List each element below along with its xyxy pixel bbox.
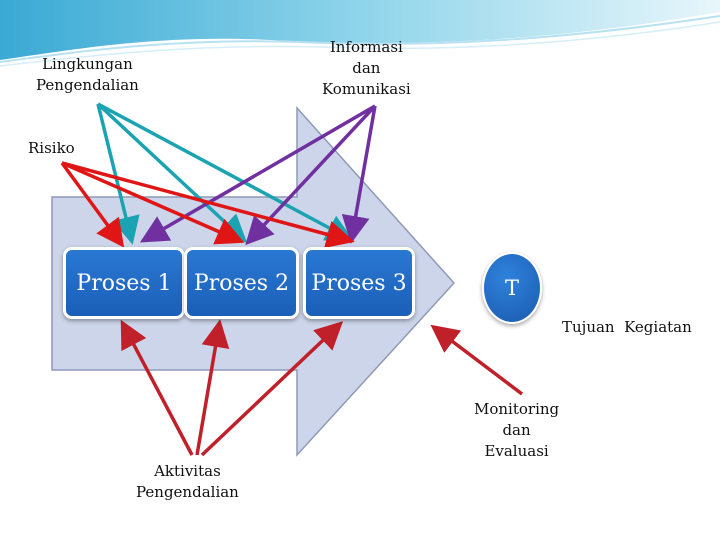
header-wave-decoration <box>0 0 720 67</box>
arrow-lingkungan-proses2 <box>96 102 248 243</box>
arrow-lingkungan-proses1 <box>96 103 140 245</box>
label-lingkungan-pengendalian: Lingkungan Pengendalian <box>36 55 139 94</box>
arrow-aktivitas-proses1 <box>120 319 194 456</box>
process-2-label: Proses 2 <box>193 270 290 296</box>
label-risiko: Risiko <box>28 139 75 157</box>
arrow-aktivitas-proses2 <box>195 319 230 456</box>
process-box-2: Proses 2 <box>184 247 299 319</box>
arrow-monitoring-chevron <box>430 324 524 396</box>
arrow-lingkungan-proses3 <box>97 102 355 242</box>
arrow-informasi-proses3 <box>341 105 377 244</box>
process-3-label: Proses 3 <box>311 270 407 296</box>
process-1-label: Proses 1 <box>76 270 172 296</box>
label-tujuan-kegiatan: Tujuan Kegiatan <box>562 318 692 336</box>
arrow-aktivitas-proses3 <box>200 321 344 457</box>
label-aktivitas-pengendalian: Aktivitas Pengendalian <box>136 462 239 501</box>
goal-circle: T <box>482 252 542 324</box>
label-monitoring-evaluasi: Monitoring dan Evaluasi <box>474 400 560 460</box>
process-box-1: Proses 1 <box>63 247 185 319</box>
arrow-risiko-proses3 <box>61 161 355 249</box>
arrow-risiko-proses1 <box>60 161 125 248</box>
process-box-3: Proses 3 <box>303 247 415 319</box>
arrow-risiko-proses2 <box>61 161 245 245</box>
label-informasi-komunikasi: Informasi dan Komunikasi <box>322 38 411 98</box>
goal-symbol: T <box>504 276 519 300</box>
